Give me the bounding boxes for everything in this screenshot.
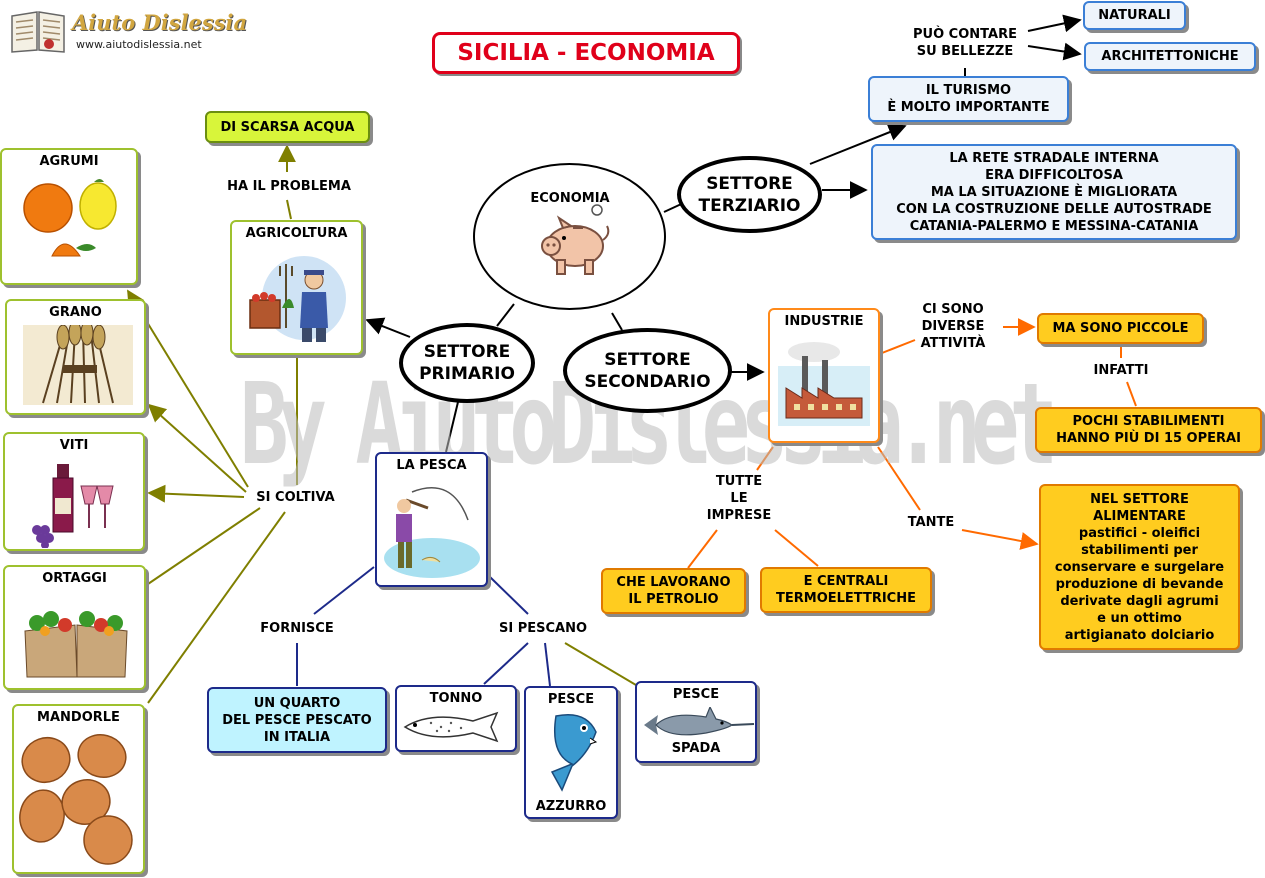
page-title: SICILIA - ECONOMIA: [432, 32, 740, 74]
grano-box: GRANO: [5, 299, 146, 415]
industrie-label: INDUSTRIE: [784, 314, 864, 329]
naturali-box: NATURALI: [1083, 1, 1186, 30]
settore-terziario: SETTORE TERZIARIO: [677, 156, 822, 233]
logo[interactable]: Aiuto Dislessia www.aiutodislessia.net: [10, 8, 247, 56]
agrumi-label: AGRUMI: [39, 154, 99, 169]
grano-label: GRANO: [49, 305, 102, 320]
wine-grapes-icon: [32, 464, 114, 548]
pesce-spada-top-label: PESCE: [672, 687, 720, 702]
settore-primario: SETTORE PRIMARIO: [399, 323, 535, 403]
tuna-fish-icon: [403, 711, 499, 743]
puo-contare-label: PUÒ CONTARE SU BELLEZZE: [913, 27, 1017, 59]
agricoltura-label: AGRICOLTURA: [245, 226, 348, 241]
economia-label: ECONOMIA: [530, 191, 610, 206]
la-pesca-label: LA PESCA: [396, 458, 467, 473]
citrus-icon: [23, 179, 117, 257]
tante-label: TANTE: [907, 515, 955, 530]
vegetables-crate-icon: [24, 611, 128, 678]
wheat-icon: [23, 325, 133, 405]
factory-icon: [778, 342, 870, 426]
logo-name: Aiuto Dislessia: [72, 10, 248, 35]
piggy-bank-icon: [541, 204, 610, 275]
book-logo-icon: [11, 11, 65, 53]
tutte-le-imprese-label: TUTTE LE IMPRESE: [706, 474, 772, 523]
viti-box: VITI: [3, 432, 145, 551]
mandorle-label: MANDORLE: [37, 710, 120, 725]
almonds-icon: [19, 734, 133, 865]
pochi-stabilimenti-box: POCHI STABILIMENTI HANNO PIÙ DI 15 OPERA…: [1035, 407, 1262, 453]
turismo-box: IL TURISMO È MOLTO IMPORTANTE: [868, 76, 1069, 122]
infatti-label: INFATTI: [1093, 363, 1149, 378]
si-coltiva-label: SI COLTIVA: [256, 490, 335, 505]
mandorle-box: MANDORLE: [12, 704, 145, 874]
ci-sono-label: CI SONO DIVERSE ATTIVITÀ: [920, 302, 986, 351]
rete-stradale-box: LA RETE STRADALE INTERNA ERA DIFFICOLTOS…: [871, 144, 1237, 240]
di-scarsa-acqua-box: DI SCARSA ACQUA: [205, 111, 370, 143]
swordfish-icon: [644, 707, 755, 736]
settore-secondario: SETTORE SECONDARIO: [563, 328, 732, 413]
settore-alimentare-box: NEL SETTORE ALIMENTARE pastifici - oleif…: [1039, 484, 1240, 650]
fisherman-icon: [384, 487, 480, 578]
tonno-label: TONNO: [429, 691, 483, 706]
industrie-box: INDUSTRIE: [768, 308, 880, 443]
farmer-icon: [249, 256, 346, 342]
architettoniche-box: ARCHITETTONICHE: [1084, 42, 1256, 71]
agrumi-box: AGRUMI: [0, 148, 138, 285]
ortaggi-box: ORTAGGI: [3, 565, 146, 690]
ha-il-problema-label: HA IL PROBLEMA: [227, 179, 351, 194]
pesce-azzurro-box: PESCE AZZURRO: [524, 686, 618, 819]
viti-label: VITI: [59, 438, 89, 453]
un-quarto-box: UN QUARTO DEL PESCE PESCATO IN ITALIA: [207, 687, 387, 753]
tonno-box: TONNO: [395, 685, 517, 752]
pesce-spada-bottom-label: SPADA: [671, 741, 721, 756]
pesce-azzurro-top-label: PESCE: [547, 692, 595, 707]
pesce-azzurro-bottom-label: AZZURRO: [535, 799, 607, 814]
agricoltura-box: AGRICOLTURA: [230, 220, 363, 355]
si-pescano-label: SI PESCANO: [498, 621, 588, 636]
ma-sono-piccole-box: MA SONO PICCOLE: [1037, 313, 1204, 344]
blue-fish-icon: [550, 714, 598, 792]
petrolio-box: CHE LAVORANO IL PETROLIO: [601, 568, 746, 614]
fornisce-label: FORNISCE: [260, 621, 334, 636]
ortaggi-label: ORTAGGI: [42, 571, 107, 586]
la-pesca-box: LA PESCA: [375, 452, 488, 587]
logo-url[interactable]: www.aiutodislessia.net: [76, 38, 202, 51]
pesce-spada-box: PESCE SPADA: [635, 681, 757, 763]
centrali-box: E CENTRALI TERMOELETTRICHE: [760, 567, 932, 613]
